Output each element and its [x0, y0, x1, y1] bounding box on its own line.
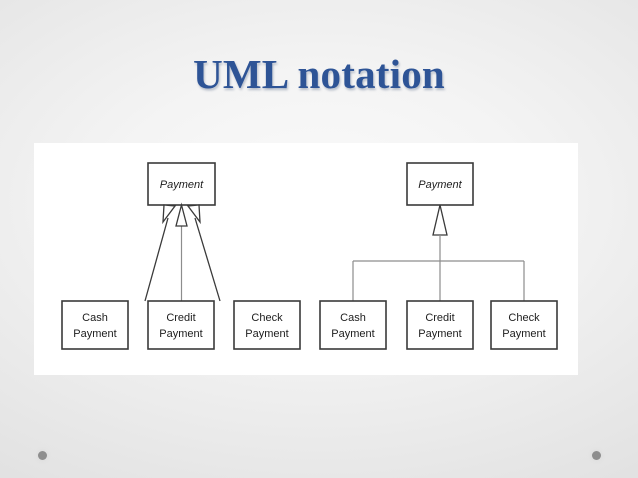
class-label-check-right-line1: Check	[508, 312, 540, 324]
generalization-arrowhead-cash-left	[162, 204, 177, 225]
class-label-check-right-line2: Payment	[502, 328, 545, 340]
uml-variant-shared: Payment Cash Payment	[319, 162, 558, 350]
class-box-cash-payment-right[interactable]: Cash Payment	[319, 300, 387, 350]
bullet-dot-icon-left	[38, 451, 47, 460]
class-label-credit-right-line2: Payment	[418, 328, 461, 340]
class-label-cash-right-line2: Payment	[331, 328, 374, 340]
generalization-arrowhead-shared-right	[432, 204, 448, 236]
class-label-payment-left: Payment	[160, 179, 204, 191]
class-label-cash-right-line1: Cash	[340, 312, 366, 324]
class-label-credit-right-line1: Credit	[425, 312, 454, 324]
class-label-credit-left-line2: Payment	[159, 328, 202, 340]
class-box-credit-payment-right[interactable]: Credit Payment	[406, 300, 474, 350]
class-label-check-left-line1: Check	[251, 312, 283, 324]
class-box-credit-payment-left[interactable]: Credit Payment	[147, 300, 215, 350]
uml-variant-separate: Payment Cash Payment Credit	[61, 162, 301, 350]
class-box-payment-right[interactable]: Payment	[406, 162, 474, 206]
class-box-check-payment-left[interactable]: Check Payment	[233, 300, 301, 350]
class-box-check-payment-right[interactable]: Check Payment	[490, 300, 558, 350]
generalization-line-cash-left	[144, 217, 169, 302]
class-box-payment-left[interactable]: Payment	[147, 162, 216, 206]
class-box-cash-payment-left[interactable]: Cash Payment	[61, 300, 129, 350]
uml-diagram-panel: Payment Cash Payment Credit	[34, 143, 578, 375]
bullet-dot-icon-right	[592, 451, 601, 460]
generalization-line-check-left	[194, 217, 221, 302]
class-label-check-left-line2: Payment	[245, 328, 288, 340]
page-title: UML notation	[193, 51, 445, 97]
class-label-payment-right: Payment	[418, 179, 462, 191]
class-label-cash-left-line1: Cash	[82, 312, 108, 324]
class-label-credit-left-line1: Credit	[166, 312, 195, 324]
generalization-arrowhead-check-left	[186, 204, 201, 225]
generalization-arrowhead-credit-left	[175, 202, 188, 227]
class-label-cash-left-line2: Payment	[73, 328, 116, 340]
